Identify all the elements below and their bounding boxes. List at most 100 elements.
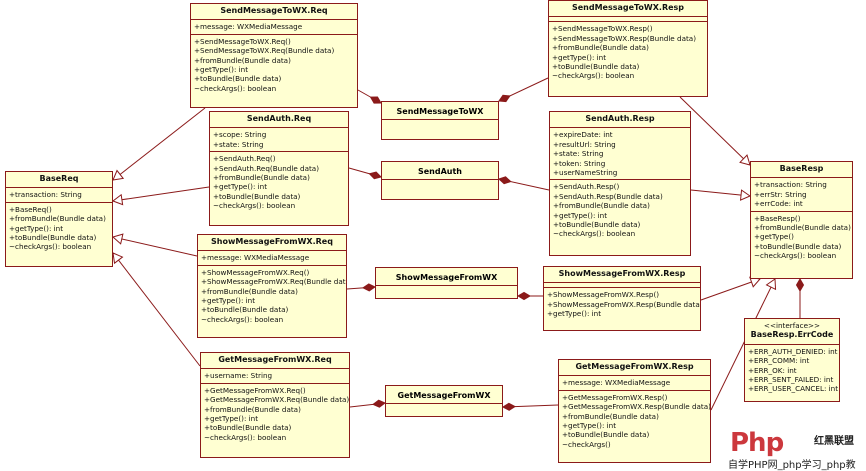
class-name: BaseResp.ErrCode (745, 330, 839, 345)
method-row: ~checkArgs(): boolean (201, 314, 284, 324)
method-row: +ERR_AUTH_DENIED: int (748, 346, 838, 356)
class-box-err-code: <<interface>>BaseResp.ErrCode+ERR_AUTH_D… (744, 318, 840, 402)
method-row: ~checkArgs(): boolean (194, 83, 277, 93)
generalization-arrowhead (739, 189, 752, 201)
method-row: +getType(): int (553, 210, 608, 220)
method-row: +ERR_USER_CANCEL: int (748, 384, 839, 394)
method-row: +toBundle(Bundle data) (201, 305, 289, 315)
attribute-row: +token: String (553, 158, 606, 168)
class-name: SendAuth.Resp (550, 112, 690, 129)
method-row: +BaseResp() (754, 213, 801, 223)
method-row: +SendAuth.Resp(Bundle data) (553, 191, 663, 201)
composition-diamond (517, 291, 531, 301)
method-row: +toBundle(Bundle data) (213, 191, 301, 201)
class-name: ShowMessageFromWX.Resp (544, 267, 700, 284)
class-attributes: +username: String (201, 369, 349, 384)
class-name: ShowMessageFromWX.Req (198, 235, 346, 252)
class-box-base-req: BaseReq+transaction: String +BaseReq()+fr… (5, 171, 113, 267)
method-row: +GetMessageFromWX.Resp(Bundle data) (562, 402, 711, 412)
attribute-row: +transaction: String (754, 180, 827, 190)
class-methods: +ERR_AUTH_DENIED: int+ERR_COMM: int+ERR_… (745, 345, 839, 396)
class-name: GetMessageFromWX.Req (201, 353, 349, 370)
outer-class-get-msg: GetMessageFromWX (385, 385, 503, 417)
class-attributes-empty (549, 17, 707, 23)
method-row: ~checkArgs() (562, 439, 611, 449)
method-row: +ShowMessageFromWX.Req(Bundle data) (201, 277, 347, 287)
method-row: +SendAuth.Req() (213, 154, 276, 164)
generalization-line (112, 236, 198, 257)
method-row: +fromBundle(Bundle data) (754, 223, 851, 233)
method-row: +toBundle(Bundle data) (552, 62, 640, 72)
composition-diamond (368, 171, 382, 180)
attribute-row: +transaction: String (9, 190, 82, 200)
attribute-row: +errStr: String (754, 189, 807, 199)
method-row: +getType(): int (213, 182, 268, 192)
method-row: +fromBundle(Bundle data) (562, 411, 659, 421)
class-name: SendAuth.Req (210, 112, 348, 129)
class-attributes: +transaction: String (6, 188, 112, 203)
method-row: +ShowMessageFromWX.Resp() (547, 290, 660, 300)
class-methods: +SendMessageToWX.Req()+SendMessageToWX.R… (191, 35, 357, 95)
method-row: +GetMessageFromWX.Resp() (562, 392, 668, 402)
method-row: +fromBundle(Bundle data) (213, 173, 310, 183)
watermark: Php 红黑联盟 自学PHP网_php学习_php教 (728, 428, 866, 471)
class-attributes: +transaction: String+errStr: String+errC… (751, 178, 852, 212)
class-methods: +BaseResp()+fromBundle(Bundle data)+getT… (751, 212, 852, 263)
class-stereotype: <<interface>> (763, 321, 821, 330)
generalization-arrowhead (765, 278, 777, 291)
method-row: +toBundle(Bundle data) (562, 430, 650, 440)
method-row: +GetMessageFromWX.Req(Bundle data) (204, 395, 350, 405)
method-row: +toBundle(Bundle data) (9, 233, 97, 243)
class-name: BaseResp (751, 162, 852, 179)
class-name: SendMessageToWX.Req (191, 4, 357, 21)
composition-diamond (362, 283, 376, 292)
class-box-base-resp: BaseResp+transaction: String+errStr: Str… (750, 161, 853, 279)
method-row: ~checkArgs(): boolean (9, 242, 92, 252)
method-row: +ShowMessageFromWX.Resp(Bundle data) (547, 299, 701, 309)
method-row: +getType(): int (552, 52, 607, 62)
method-row: ~checkArgs(): boolean (553, 229, 636, 239)
method-row: +toBundle(Bundle data) (553, 220, 641, 230)
class-name: GetMessageFromWX.Resp (559, 360, 710, 377)
outer-class-send-msg: SendMessageToWX (381, 101, 499, 140)
watermark-brand: 红黑联盟 (814, 436, 854, 447)
class-box-show-msg-req: ShowMessageFromWX.Req+message: WXMediaMe… (197, 234, 347, 338)
class-methods: +SendAuth.Resp()+SendAuth.Resp(Bundle da… (550, 180, 690, 240)
method-row: +SendMessageToWX.Req(Bundle data) (194, 46, 335, 56)
method-row: ~checkArgs(): boolean (204, 432, 287, 442)
outer-class-name: GetMessageFromWX (386, 386, 502, 404)
class-box-get-msg-req: GetMessageFromWX.Req+username: String+Ge… (200, 352, 350, 458)
attribute-row: +resultUrl: String (553, 139, 616, 149)
class-attributes: +message: WXMediaMessage (198, 251, 346, 266)
composition-diamond (795, 278, 805, 292)
method-row: +GetMessageFromWX.Req() (204, 385, 306, 395)
attribute-row: +message: WXMediaMessage (201, 253, 310, 263)
outer-class-name: SendAuth (382, 162, 498, 180)
outer-class-send-auth: SendAuth (381, 161, 499, 200)
class-name: BaseReq (6, 172, 112, 189)
class-box-show-msg-resp: ShowMessageFromWX.Resp +ShowMessageFromWX… (543, 266, 701, 331)
class-attributes: +message: WXMediaMessage (191, 20, 357, 35)
method-row: +BaseReq() (9, 204, 52, 214)
method-row: +getType(): int (547, 309, 602, 319)
class-name: SendMessageToWX.Resp (549, 1, 707, 18)
attribute-row: +userNameString (553, 168, 618, 178)
method-row: +fromBundle(Bundle data) (9, 214, 106, 224)
method-row: +SendMessageToWX.Req() (194, 36, 291, 46)
composition-diamond (498, 94, 511, 103)
class-methods: +ShowMessageFromWX.Resp()+ShowMessageFro… (544, 288, 700, 320)
method-row: +SendMessageToWX.Resp(Bundle data) (552, 33, 697, 43)
generalization-line (710, 278, 776, 411)
attribute-row: +state: String (213, 139, 264, 149)
method-row: +fromBundle(Bundle data) (552, 43, 649, 53)
attribute-row: +message: WXMediaMessage (562, 378, 671, 388)
attribute-row: +message: WXMediaMessage (194, 22, 303, 32)
method-row: +SendAuth.Resp() (553, 182, 620, 192)
method-row: +ERR_OK: int (748, 365, 797, 375)
method-row: +fromBundle(Bundle data) (201, 286, 298, 296)
generalization-arrowhead (739, 154, 751, 166)
method-row: +fromBundle(Bundle data) (553, 201, 650, 211)
class-methods: +GetMessageFromWX.Req()+GetMessageFromWX… (201, 384, 349, 444)
class-methods: +SendAuth.Req()+SendAuth.Req(Bundle data… (210, 152, 348, 212)
